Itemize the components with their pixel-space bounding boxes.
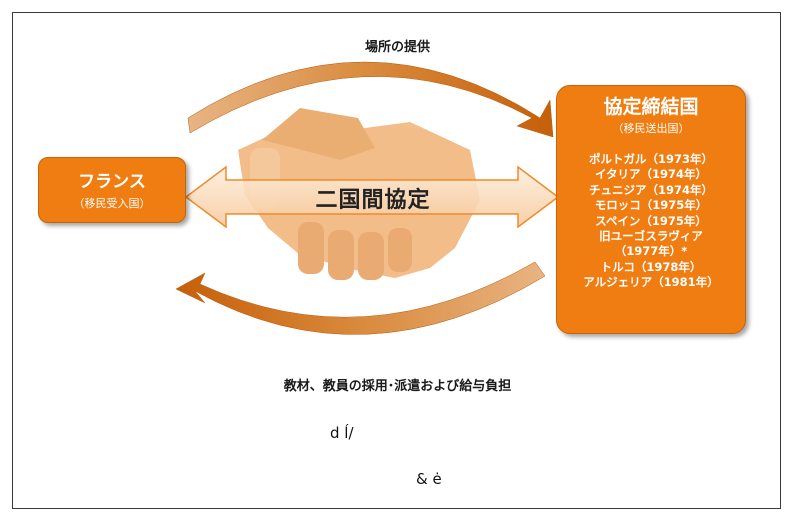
country-item: イタリア（1974年） bbox=[594, 167, 708, 182]
top-curved-arrow bbox=[187, 61, 554, 138]
bottom-caption: 教材、教員の採用･派遣および給与負担 bbox=[283, 379, 512, 394]
country-item: チュニジア（1974年） bbox=[588, 182, 713, 197]
bottom-curved-arrow bbox=[175, 261, 546, 335]
country-item: モロッコ（1975年） bbox=[594, 198, 708, 213]
france-name: フランス bbox=[78, 172, 146, 192]
france-box: フランス （移民受入国） bbox=[38, 157, 186, 223]
country-item: トルコ（1978年） bbox=[600, 259, 702, 274]
france-role: （移民受入国） bbox=[73, 197, 151, 210]
country-item: スペイン（1975年） bbox=[595, 213, 707, 228]
top-caption: 場所の提供 bbox=[364, 40, 430, 55]
country-item: （1977年）* bbox=[614, 244, 688, 259]
country-list: ポルトガル（1973年） イタリア（1974年） チュニジア（1974年） モロ… bbox=[557, 152, 745, 291]
garbled-caption-line2: & ė bbox=[416, 470, 442, 488]
partner-role: （移民送出国） bbox=[612, 122, 690, 135]
partner-title: 協定締結国 bbox=[603, 96, 699, 118]
figure-frame bbox=[12, 12, 781, 509]
partner-box: 協定締結国 （移民送出国） ポルトガル（1973年） イタリア（1974年） チ… bbox=[556, 85, 746, 334]
country-item: 旧ユーゴスラヴィア bbox=[599, 229, 703, 244]
agreement-label: 二国間協定 bbox=[315, 188, 431, 213]
country-item: ポルトガル（1973年） bbox=[588, 152, 713, 166]
country-item: アルジェリア（1981年） bbox=[583, 275, 719, 290]
garbled-caption-line1: d ĺ/ bbox=[330, 424, 354, 442]
